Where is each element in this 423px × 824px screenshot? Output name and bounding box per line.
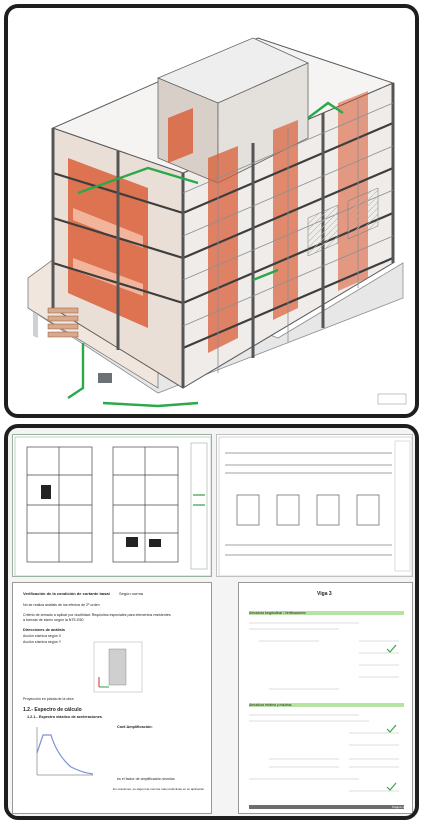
amplification-coef-title: Coef.Amplificación: [117, 725, 153, 729]
beam-green-heading-1: Armadura longitudinal / Verificaciones [249, 611, 404, 615]
calc-line-3: a fuerzas de sismo según la NTE-E60 [23, 618, 84, 622]
calc-line-1: No se realiza análisis de los efectos de… [23, 603, 100, 607]
beam-calc-document: Viga 3 Armadura longitudinal / Verificac… [238, 582, 413, 814]
amplification-coef-note: es el factor de amplificación sísmica [117, 777, 175, 781]
beam-title: Viga 3 [317, 591, 332, 597]
spectrum-section-title: 1.2.- Espectro de cálculo [23, 707, 82, 713]
beam-section-drawing [218, 436, 412, 576]
direction-y: Acción sísmica según Y [23, 640, 62, 644]
floor-plan-drawing [14, 436, 211, 576]
calc-line-2: Criterio de armado a aplicar por ductili… [23, 613, 171, 617]
plan-caption: Proyección en planta de la obra [23, 697, 74, 701]
calc-heading-1: Verificación de la condición de cortante… [23, 591, 110, 596]
section-drawing-sheet [216, 434, 413, 577]
calc-footer-note: En ocasiones, se eligen las normas más r… [113, 787, 205, 791]
direction-x: Acción sísmica según X [23, 634, 62, 638]
elastic-spectrum-plot [36, 727, 94, 776]
directions-title: Direcciones de análisis [23, 628, 65, 632]
building-3d-model [27, 37, 407, 408]
calc-heading-1-tail: Según norma [119, 591, 144, 596]
documents-panel: Verificación de la condición de cortante… [4, 424, 419, 820]
spectrum-subsection: 1.2.1.- Espectro elástico de aceleracion… [27, 715, 102, 719]
beam-calc-lines-1 [249, 622, 399, 690]
beam-calc-lines-2 [249, 714, 399, 792]
structure-3d-panel [4, 4, 419, 418]
floor-plan-sheet [12, 434, 212, 577]
beam-green-heading-2: Armadura mínima y máxima [249, 703, 404, 707]
seismic-calc-document: Verificación de la condición de cortante… [12, 582, 212, 814]
beam-footer-bar: Página 1 [249, 805, 404, 809]
plan-projection-figure [93, 641, 143, 693]
